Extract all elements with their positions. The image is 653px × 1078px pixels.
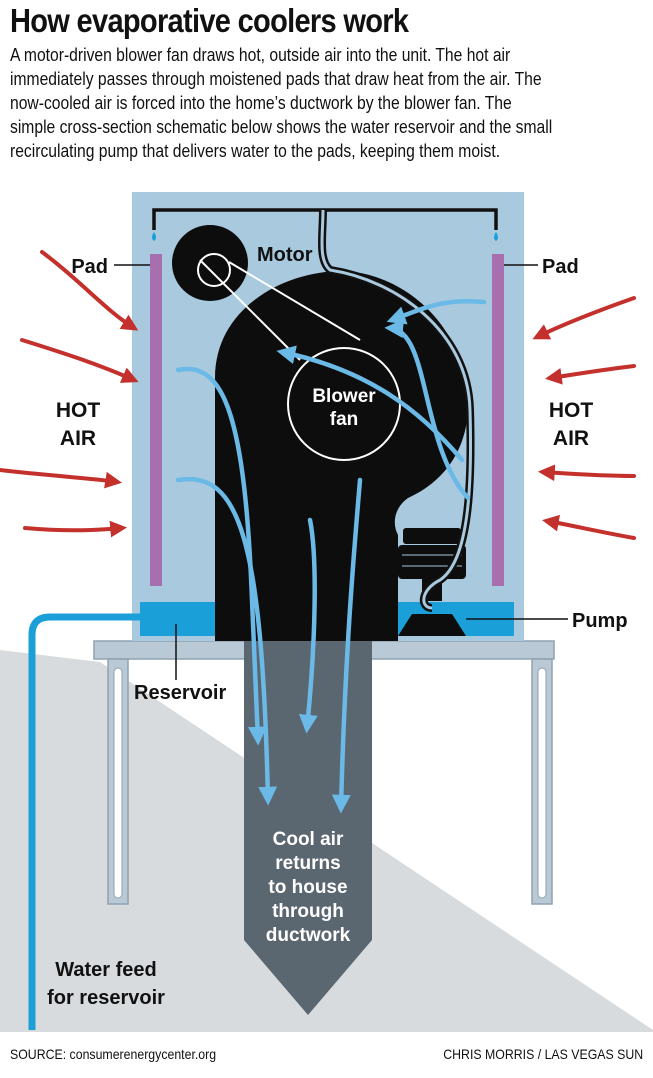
hot-air-arrow: [20, 338, 139, 383]
cool-air-arrow: [175, 476, 278, 806]
pad-left: [150, 254, 162, 586]
intro-line: simple cross-section schematic below sho…: [10, 117, 553, 137]
blower-fan-label: fan: [330, 409, 359, 430]
cool-air-arrow: [384, 319, 471, 501]
cool-air-label-line: Cool air: [273, 829, 344, 850]
hot-air-arrows-right: [532, 296, 636, 540]
pump-label: Pump: [572, 610, 628, 632]
cool-air-label-line: through: [272, 901, 344, 922]
cool-air-label-line: to house: [268, 877, 347, 898]
intro-text: A motor-driven blower fan draws hot, out…: [10, 43, 643, 163]
hot-air-arrow: [40, 250, 139, 331]
source-credit: SOURCE: consumerenergycenter.org: [10, 1046, 217, 1062]
drive-belt: [199, 259, 361, 361]
reservoir-label: Reservoir: [134, 682, 226, 704]
hot-air-arrow: [0, 468, 122, 489]
water-feed-label-line: for reservoir: [47, 987, 165, 1009]
cool-air-label-line: returns: [275, 853, 340, 874]
pad-left-label: Pad: [71, 256, 108, 278]
hot-air-arrow: [532, 296, 636, 340]
air-duct: [244, 641, 372, 1015]
pad-right-label: Pad: [542, 256, 579, 278]
hot-air-arrow: [537, 464, 636, 482]
hot-air-left-label: AIR: [60, 427, 96, 450]
water-drip-right: [494, 232, 498, 241]
motor-label: Motor: [257, 244, 313, 266]
hot-air-arrow: [545, 364, 636, 385]
intro-line: now-cooled air is forced into the home’s…: [10, 93, 512, 113]
author-credit: CHRIS MORRIS / LAS VEGAS SUN: [443, 1046, 643, 1062]
page-title: How evaporative coolers work: [10, 2, 409, 39]
cool-air-arrows: [175, 299, 487, 814]
hot-air-right-label: HOT: [549, 399, 594, 422]
hot-air-right-label: AIR: [553, 427, 589, 450]
hot-air-left-label: HOT: [56, 399, 101, 422]
cool-air-arrow: [386, 299, 487, 325]
blower-fan-label: Blower: [312, 386, 376, 407]
cool-air-arrow: [298, 517, 318, 734]
intro-line: immediately passes through moistened pad…: [10, 69, 542, 89]
pad-right: [492, 254, 504, 586]
cool-air-arrow: [331, 477, 363, 814]
cool-air-arrow: [276, 345, 465, 463]
water-drip-left: [152, 232, 156, 241]
intro-line: recirculating pump that delivers water t…: [10, 141, 501, 161]
hot-air-arrows-left: [0, 250, 139, 538]
water-feed-label: Water feed for reservoir: [47, 959, 165, 1009]
hot-air-arrow: [23, 520, 128, 538]
intro-line: A motor-driven blower fan draws hot, out…: [10, 45, 511, 65]
cool-air-label-line: ductwork: [266, 925, 351, 946]
motor: [172, 225, 248, 301]
pump-water-tube-inner: [320, 209, 473, 610]
water-feed-pipe: [28, 613, 140, 1030]
water-feed-label-line: Water feed: [55, 959, 157, 981]
hot-air-arrow: [542, 514, 636, 540]
cool-air-label: Cool air returns to house through ductwo…: [266, 829, 351, 946]
